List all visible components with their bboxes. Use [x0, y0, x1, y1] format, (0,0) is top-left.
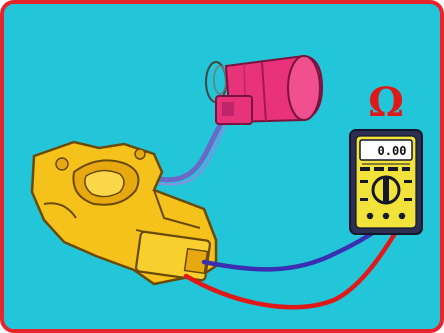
multimeter-icon: 0.00: [350, 130, 422, 234]
ohm-symbol: Ω: [368, 79, 404, 126]
harness-connector-icon: [206, 56, 322, 124]
diagram-canvas: Ω 0.00: [4, 4, 444, 333]
tps-sensor-icon: [32, 142, 216, 284]
com-jack-icon: [367, 213, 373, 219]
v-ohm-jack-icon: [383, 213, 389, 219]
meter-readout: 0.00: [378, 144, 407, 158]
amp-jack-icon: [399, 213, 405, 219]
